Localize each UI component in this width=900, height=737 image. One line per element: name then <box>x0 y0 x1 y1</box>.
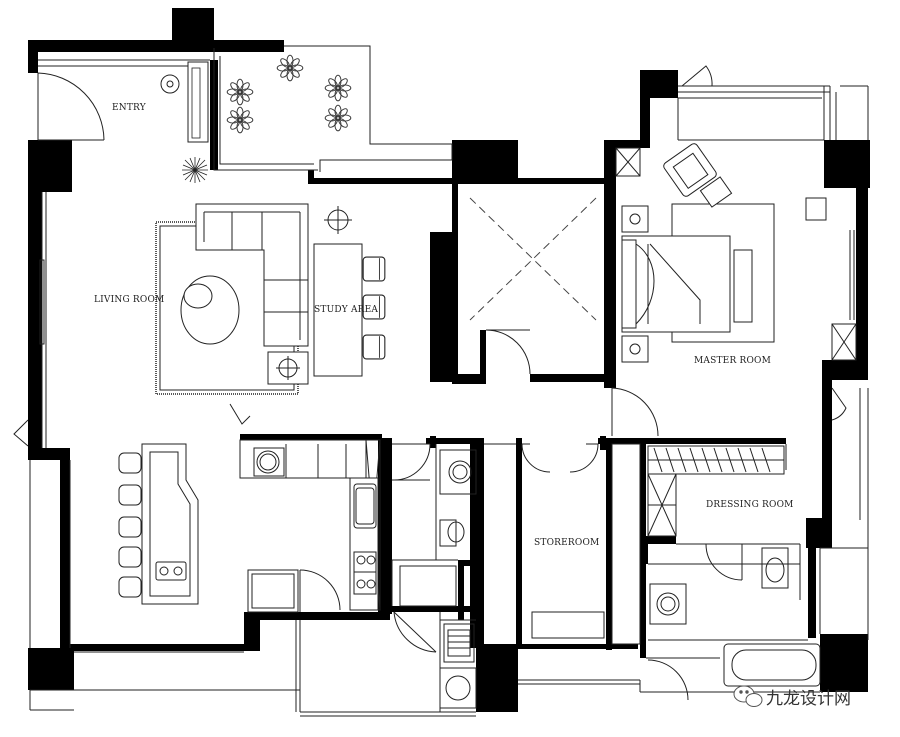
kitchen-island <box>118 443 199 605</box>
wechat-logo-icon <box>733 685 763 707</box>
plant-icon <box>182 157 208 183</box>
watermark: 九龙设计网 <box>733 685 851 709</box>
entry-cabinet <box>187 61 209 143</box>
room-label-dressing-room: DRESSING ROOM <box>706 500 794 510</box>
room-label-master-room: MASTER ROOM <box>694 356 771 366</box>
room-label-entry: ENTRY <box>112 103 147 113</box>
wall-radiator <box>39 259 45 345</box>
garden-flowers <box>226 54 352 134</box>
master-room-furniture <box>621 143 855 363</box>
storeroom-furniture <box>531 611 605 639</box>
doors <box>13 65 847 701</box>
bathroom-fixtures <box>399 449 477 709</box>
master-bath-fixtures <box>649 547 821 687</box>
dressing-room-furniture <box>647 445 785 537</box>
walls <box>28 8 870 712</box>
thin-walls <box>29 45 869 717</box>
watermark-text: 九龙设计网 <box>766 689 851 709</box>
study-furniture <box>313 243 386 377</box>
living-room-furniture <box>155 203 352 425</box>
room-label-living-room: LIVING ROOM <box>94 295 164 305</box>
room-label-storeroom: STOREROOM <box>534 538 599 548</box>
kitchen-counter <box>239 439 379 613</box>
entry-lamp <box>160 74 180 94</box>
room-label-study-area: STUDY AREA <box>314 305 378 315</box>
study-room-ceiling <box>469 197 597 321</box>
